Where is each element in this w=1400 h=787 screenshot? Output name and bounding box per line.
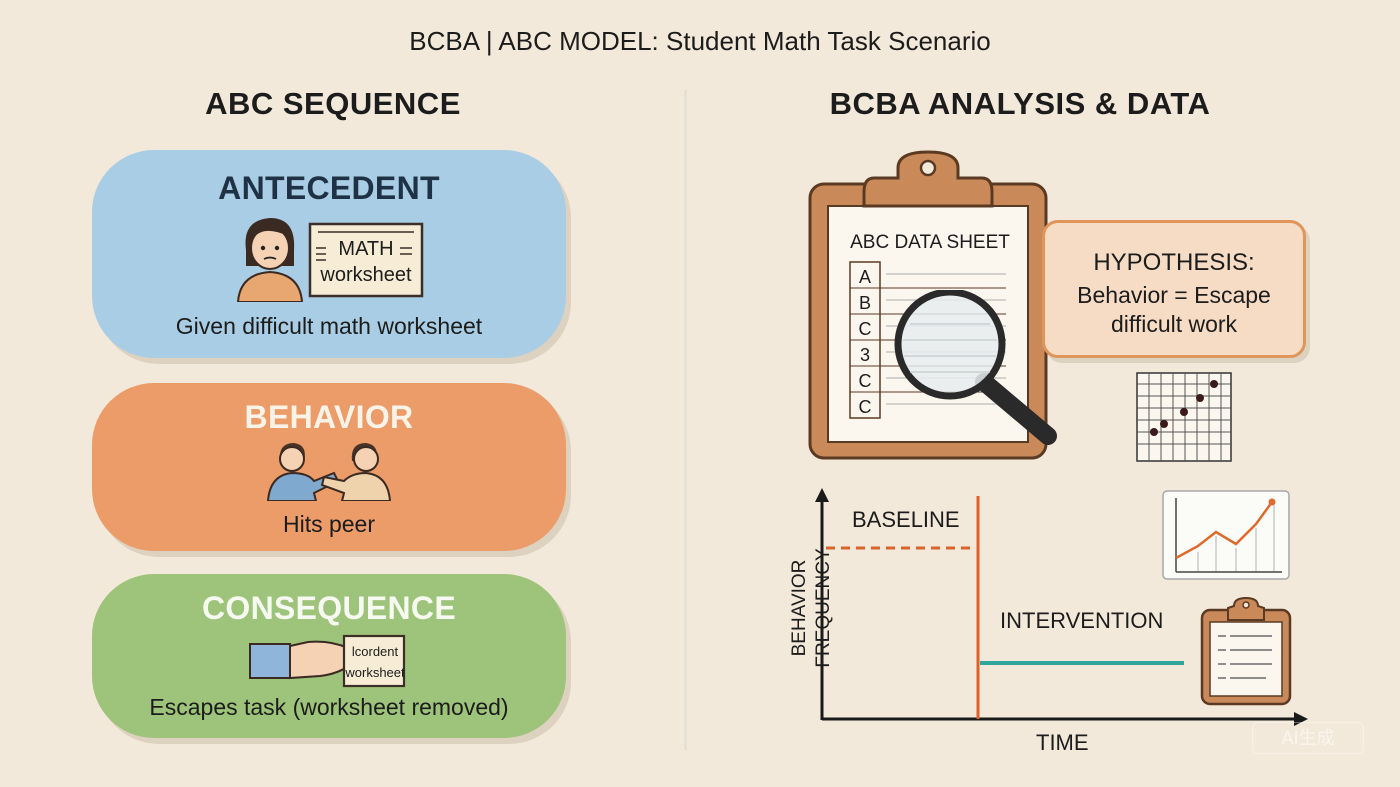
hypothesis-title: HYPOTHESIS: xyxy=(1093,249,1255,276)
consequence-card: CONSEQUENCE lcordent worksheet Escapes t… xyxy=(92,574,566,738)
column-divider xyxy=(684,90,687,750)
removed-worksheet-label-bottom: worksheet xyxy=(345,665,405,680)
graph-x-axis-label: TIME xyxy=(1036,730,1089,755)
bcba-analysis-heading: BCBA ANALYSIS & DATA xyxy=(829,86,1211,121)
small-clipboard-icon xyxy=(1200,596,1292,706)
datasheet-row: C xyxy=(858,319,872,339)
antecedent-card: ANTECEDENT MATH worksheet Given difficul… xyxy=(92,150,566,358)
scatter-plot-icon xyxy=(1136,372,1232,462)
page-title: BCBA | ABC MODEL: Student Math Task Scen… xyxy=(409,26,991,56)
math-worksheet-icon xyxy=(308,222,424,298)
behavior-description: Hits peer xyxy=(282,511,376,537)
removed-worksheet-label-top: lcordent xyxy=(351,644,399,659)
hypothesis-card: HYPOTHESIS: Behavior = Escape difficult … xyxy=(1042,220,1306,358)
behavior-card: BEHAVIOR Hits peer xyxy=(92,383,566,551)
datasheet-row: A xyxy=(858,267,871,287)
hypothesis-text: Behavior = Escape difficult work xyxy=(1077,282,1271,337)
student-icon xyxy=(236,218,304,302)
datasheet-row: 3 xyxy=(859,345,870,365)
worksheet-label-math: MATH xyxy=(338,238,394,260)
hitting-peers-icon xyxy=(266,443,392,501)
magnifying-glass-icon xyxy=(894,290,1057,445)
datasheet-row: C xyxy=(858,371,872,391)
worksheet-label-word: worksheet xyxy=(320,264,412,286)
hand-removing-worksheet-icon xyxy=(249,634,406,688)
antecedent-title: ANTECEDENT xyxy=(218,170,440,206)
behavior-frequency-graph xyxy=(815,488,1308,726)
datasheet-title: ABC DATA SHEET xyxy=(850,232,1010,253)
antecedent-description: Given difficult math worksheet xyxy=(175,313,483,339)
line-chart-icon xyxy=(1162,490,1290,580)
consequence-title: CONSEQUENCE xyxy=(201,590,456,626)
abc-sequence-heading: ABC SEQUENCE xyxy=(205,86,461,121)
graph-y-axis-label: BEHAVIOR FREQUENCY xyxy=(789,548,834,668)
baseline-label: BASELINE xyxy=(852,507,960,532)
ai-generated-watermark: AI生成 xyxy=(1252,722,1364,754)
datasheet-row-list: A B C 3 C C xyxy=(850,264,880,420)
behavior-title: BEHAVIOR xyxy=(244,399,414,435)
intervention-label: INTERVENTION xyxy=(1000,608,1164,633)
datasheet-row: C xyxy=(858,397,872,417)
datasheet-row: B xyxy=(858,293,871,313)
consequence-description: Escapes task (worksheet removed) xyxy=(149,694,509,720)
